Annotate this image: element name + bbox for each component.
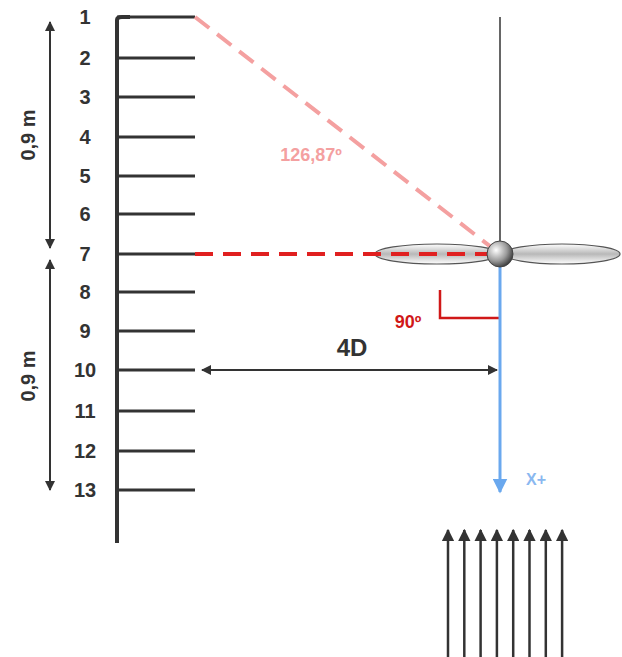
- probe-number: 4: [79, 127, 90, 147]
- rake-tick: [117, 136, 195, 139]
- rake-tick: [117, 291, 195, 294]
- dimension-label: 4D: [337, 336, 368, 360]
- rake: [117, 17, 195, 543]
- probe-number: 8: [79, 282, 90, 302]
- probe-number: 13: [74, 480, 96, 500]
- probe-number: 9: [79, 321, 90, 341]
- rake-tick: [117, 96, 195, 99]
- rake-tick: [117, 57, 195, 60]
- rotor: [195, 17, 620, 492]
- rake-tick: [117, 175, 195, 178]
- dimension-label: 0,9 m: [18, 350, 38, 401]
- wind-arrow: [528, 530, 531, 657]
- wind-arrow: [512, 530, 515, 657]
- rake-tick: [117, 253, 195, 256]
- probe-number: 1: [79, 7, 90, 27]
- wind-arrow: [561, 530, 564, 657]
- rake-tick: [117, 489, 195, 492]
- probe-number: 3: [79, 87, 90, 107]
- rake-tick: [117, 369, 195, 372]
- angle-label: 126,87º: [280, 146, 342, 164]
- axis-label: X+: [526, 472, 546, 488]
- wind-arrow: [479, 530, 482, 657]
- dimension-label: 0,9 m: [18, 109, 38, 160]
- rake-tick: [117, 450, 195, 453]
- wind-arrow: [447, 530, 450, 657]
- probe-number: 5: [79, 166, 90, 186]
- angle-label: 90º: [395, 313, 422, 331]
- wind-arrows: [448, 530, 562, 657]
- rake-tick: [117, 330, 195, 333]
- probe-number: 11: [74, 401, 95, 421]
- wind-arrow: [496, 530, 499, 657]
- rake-tick: [117, 213, 195, 216]
- probe-number: 7: [79, 244, 90, 264]
- probe-number: 12: [74, 441, 96, 461]
- rake-tick: [117, 410, 195, 413]
- probe-number: 6: [79, 204, 90, 224]
- rake-tick: [117, 16, 195, 19]
- wind-arrow: [545, 530, 548, 657]
- probe-number: 2: [79, 48, 90, 68]
- probe-number: 10: [74, 360, 96, 380]
- wind-arrow: [463, 530, 466, 657]
